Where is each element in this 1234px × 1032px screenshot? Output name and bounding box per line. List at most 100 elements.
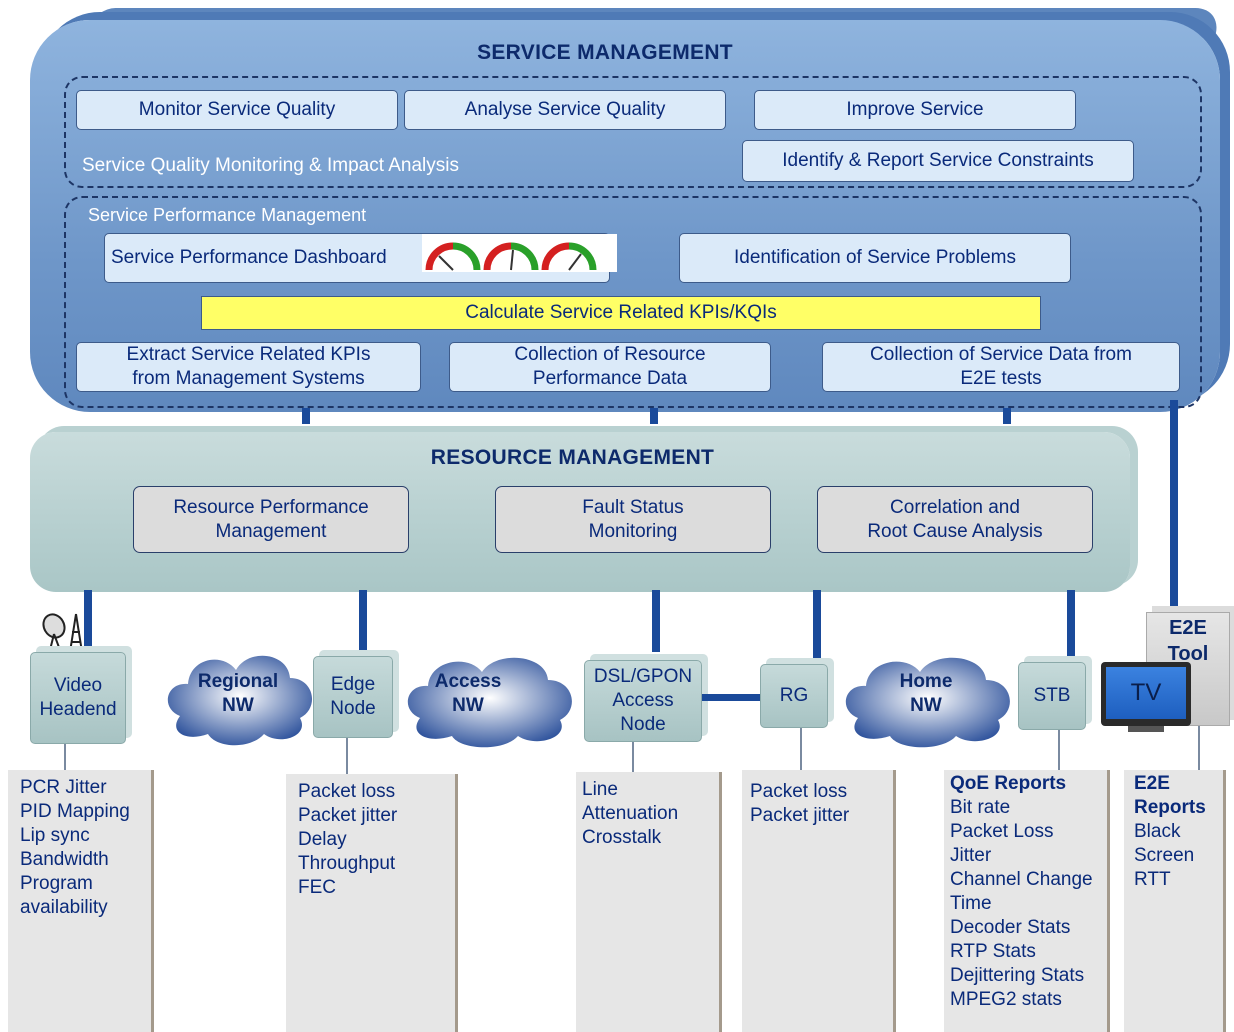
calculate-kpis-box: Calculate Service Related KPIs/KQIs	[201, 296, 1041, 330]
metric: PCR Jitter	[20, 777, 107, 798]
rg-node: RG	[760, 664, 828, 728]
cloud-icon	[845, 657, 1010, 748]
panel-link	[64, 744, 66, 770]
connector	[302, 408, 310, 424]
home-nw-label: Home NW	[866, 670, 986, 718]
connector	[652, 590, 660, 652]
collection-service-line-1: Collection of Service Data from	[870, 344, 1132, 365]
e2e-tool-line-2: Tool	[1167, 643, 1209, 665]
dsl-panel: Line Attenuation Crosstalk	[576, 772, 722, 1032]
collection-service-line-2: E2E tests	[960, 368, 1042, 389]
service-quality-monitoring-label: Service Quality Monitoring & Impact Anal…	[82, 155, 459, 176]
rg-panel: Packet loss Packet jitter	[742, 770, 896, 1032]
collection-resource-box: Collection of Resource Performance Data	[449, 342, 771, 392]
video-line-2: Headend	[39, 699, 117, 720]
metric: availability	[20, 897, 108, 918]
metric: Throughput	[298, 853, 396, 874]
fault-line-2: Monitoring	[588, 520, 678, 542]
e2e-title-line-1: E2E	[1134, 773, 1170, 794]
access-line-1: Access	[434, 671, 502, 692]
service-performance-management-group	[64, 196, 1202, 408]
access-line-2: NW	[452, 695, 484, 716]
metric: Time	[950, 893, 992, 914]
edge-line-1: Edge	[330, 674, 376, 695]
metric: Bit rate	[950, 797, 1011, 818]
connector	[1067, 590, 1075, 660]
edge-node-panel: Packet loss Packet jitter Delay Throughp…	[286, 774, 458, 1032]
gauge-icon	[425, 242, 481, 271]
metric: Packet jitter	[298, 805, 398, 826]
metric: Delay	[298, 829, 347, 850]
regional-nw-label: Regional NW	[178, 670, 298, 718]
metric: Attenuation	[582, 803, 679, 824]
e2e-title-line-2: Reports	[1134, 797, 1206, 818]
e2e-connector	[1170, 400, 1178, 615]
collection-service-box: Collection of Service Data from E2E test…	[822, 342, 1180, 392]
service-quality-monitoring-group	[64, 76, 1202, 188]
connector	[1003, 408, 1011, 424]
analyse-service-quality-box: Analyse Service Quality	[404, 90, 726, 130]
monitor-service-quality-box: Monitor Service Quality	[76, 90, 398, 130]
tv-monitor-icon: TV	[1101, 662, 1191, 726]
cloud-icon	[407, 657, 572, 748]
stb-node: STB	[1018, 662, 1086, 730]
extract-kpis-box: Extract Service Related KPIs from Manage…	[76, 342, 421, 392]
metric: Screen	[1134, 845, 1195, 866]
metric: RTT	[1134, 869, 1171, 890]
satellite-dish-icon	[42, 613, 66, 651]
metric: Decoder Stats	[950, 917, 1071, 938]
regional-line-1: Regional	[197, 671, 279, 692]
connector	[650, 408, 658, 424]
gauge-icon	[541, 242, 597, 271]
cloud-icon	[167, 655, 313, 746]
metric: RTP Stats	[950, 941, 1036, 962]
metric: Packet Loss	[950, 821, 1054, 842]
e2e-tool-line-1: E2E	[1169, 617, 1207, 639]
panel-link	[800, 728, 802, 770]
correlation-box: Correlation and Root Cause Analysis	[817, 486, 1093, 553]
dsl-line-1: DSL/GPON	[593, 666, 693, 687]
gauges-strip	[422, 234, 617, 272]
edge-node: Edge Node	[313, 656, 393, 738]
tv-screen-label: TV	[1106, 667, 1186, 719]
resource-management-title: RESOURCE MANAGEMENT	[430, 446, 715, 469]
dsl-line-3: Node	[620, 714, 666, 735]
extract-line-1: Extract Service Related KPIs	[126, 344, 371, 365]
video-headend-node: Video Headend	[30, 652, 126, 744]
resource-perf-line-1: Resource Performance	[173, 496, 369, 518]
access-nw-label: Access NW	[408, 670, 528, 718]
service-performance-management-label: Service Performance Management	[88, 205, 367, 225]
metric: FEC	[298, 877, 336, 898]
panel-link	[346, 738, 348, 774]
identify-report-constraints-box: Identify & Report Service Constraints	[742, 140, 1134, 182]
panel-link	[632, 742, 634, 772]
antenna-tower-icon	[69, 613, 83, 653]
metric: Program	[20, 873, 93, 894]
metric: Lip sync	[20, 825, 90, 846]
panel-link	[1058, 730, 1060, 770]
metric: PID Mapping	[20, 801, 130, 822]
metric: Dejittering Stats	[950, 965, 1085, 986]
panel-link	[1198, 726, 1200, 770]
dsl-rg-link	[702, 694, 762, 701]
connector	[84, 590, 92, 648]
regional-line-2: NW	[222, 695, 254, 716]
e2e-reports-panel: E2E Reports Black Screen RTT	[1124, 770, 1226, 1032]
qoe-panel: QoE Reports Bit rate Packet Loss Jitter …	[944, 770, 1110, 1032]
tv-stand	[1128, 726, 1164, 732]
metric: Jitter	[950, 845, 992, 866]
metric: Line	[582, 779, 618, 800]
metric: Crosstalk	[582, 827, 662, 848]
qoe-title: QoE Reports	[950, 773, 1067, 794]
collection-resource-line-1: Collection of Resource	[514, 344, 706, 365]
resource-performance-box: Resource Performance Management	[133, 486, 409, 553]
identification-of-service-problems-box: Identification of Service Problems	[679, 233, 1071, 283]
video-line-1: Video	[53, 675, 103, 696]
dashboard-label: Service Performance Dashboard	[111, 247, 387, 268]
fault-line-1: Fault Status	[582, 496, 684, 518]
home-line-1: Home	[899, 671, 953, 692]
dsl-line-2: Access	[612, 690, 674, 711]
video-headend-panel: PCR Jitter PID Mapping Lip sync Bandwidt…	[8, 770, 154, 1032]
metric: Black	[1134, 821, 1181, 842]
fault-status-box: Fault Status Monitoring	[495, 486, 771, 553]
